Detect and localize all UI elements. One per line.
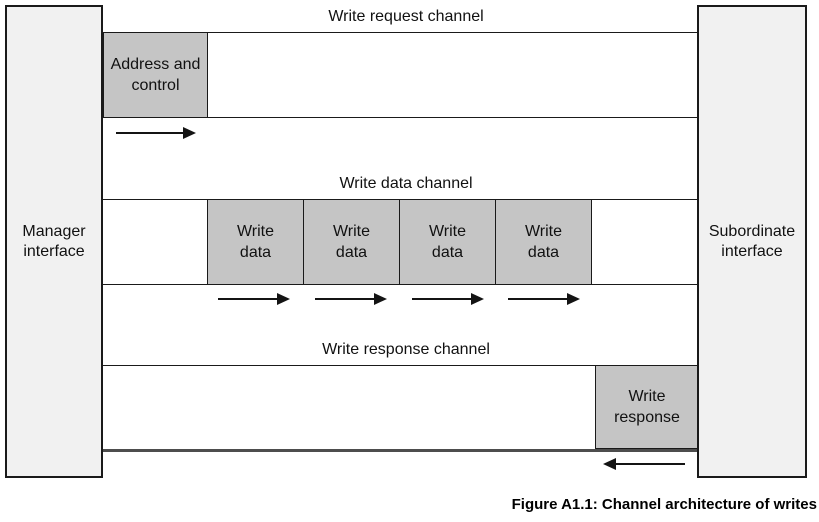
write-response-box: Write response xyxy=(595,365,699,449)
right-arrow-icon xyxy=(315,292,387,305)
arrow-shaft xyxy=(616,462,685,465)
write-data-box: Write data xyxy=(399,199,496,285)
subordinate-interface-box: Subordinate interface xyxy=(697,5,807,478)
arrowhead xyxy=(567,292,580,305)
write-data-box: Write data xyxy=(495,199,592,285)
figure-caption: Figure A1.1: Channel architecture of wri… xyxy=(511,496,817,513)
arrow-shaft xyxy=(508,297,567,300)
manager-interface-box: Manager interface xyxy=(5,5,103,478)
right-arrow-icon xyxy=(116,126,196,139)
manager-interface-label: Manager interface xyxy=(22,222,86,260)
right-arrow-icon xyxy=(412,292,484,305)
write-data-channel-label: Write data channel xyxy=(339,175,473,192)
right-arrow-icon xyxy=(218,292,290,305)
left-arrow-icon xyxy=(603,457,685,470)
arrow-shaft xyxy=(315,297,374,300)
arrowhead xyxy=(277,292,290,305)
arrow-shaft xyxy=(116,131,183,134)
subordinate-interface-label: Subordinate interface xyxy=(708,222,796,260)
address-and-control-box: Address and control xyxy=(103,32,208,118)
write-data-box: Write data xyxy=(207,199,304,285)
write-request-channel-label: Write request channel xyxy=(328,8,484,25)
write-data-box: Write data xyxy=(303,199,400,285)
arrow-shaft xyxy=(412,297,471,300)
arrowhead xyxy=(471,292,484,305)
arrow-shaft xyxy=(218,297,277,300)
write-response-channel-label: Write response channel xyxy=(322,341,490,358)
arrowhead xyxy=(183,126,196,139)
arrowhead xyxy=(603,457,616,470)
arrowhead xyxy=(374,292,387,305)
right-arrow-icon xyxy=(508,292,580,305)
